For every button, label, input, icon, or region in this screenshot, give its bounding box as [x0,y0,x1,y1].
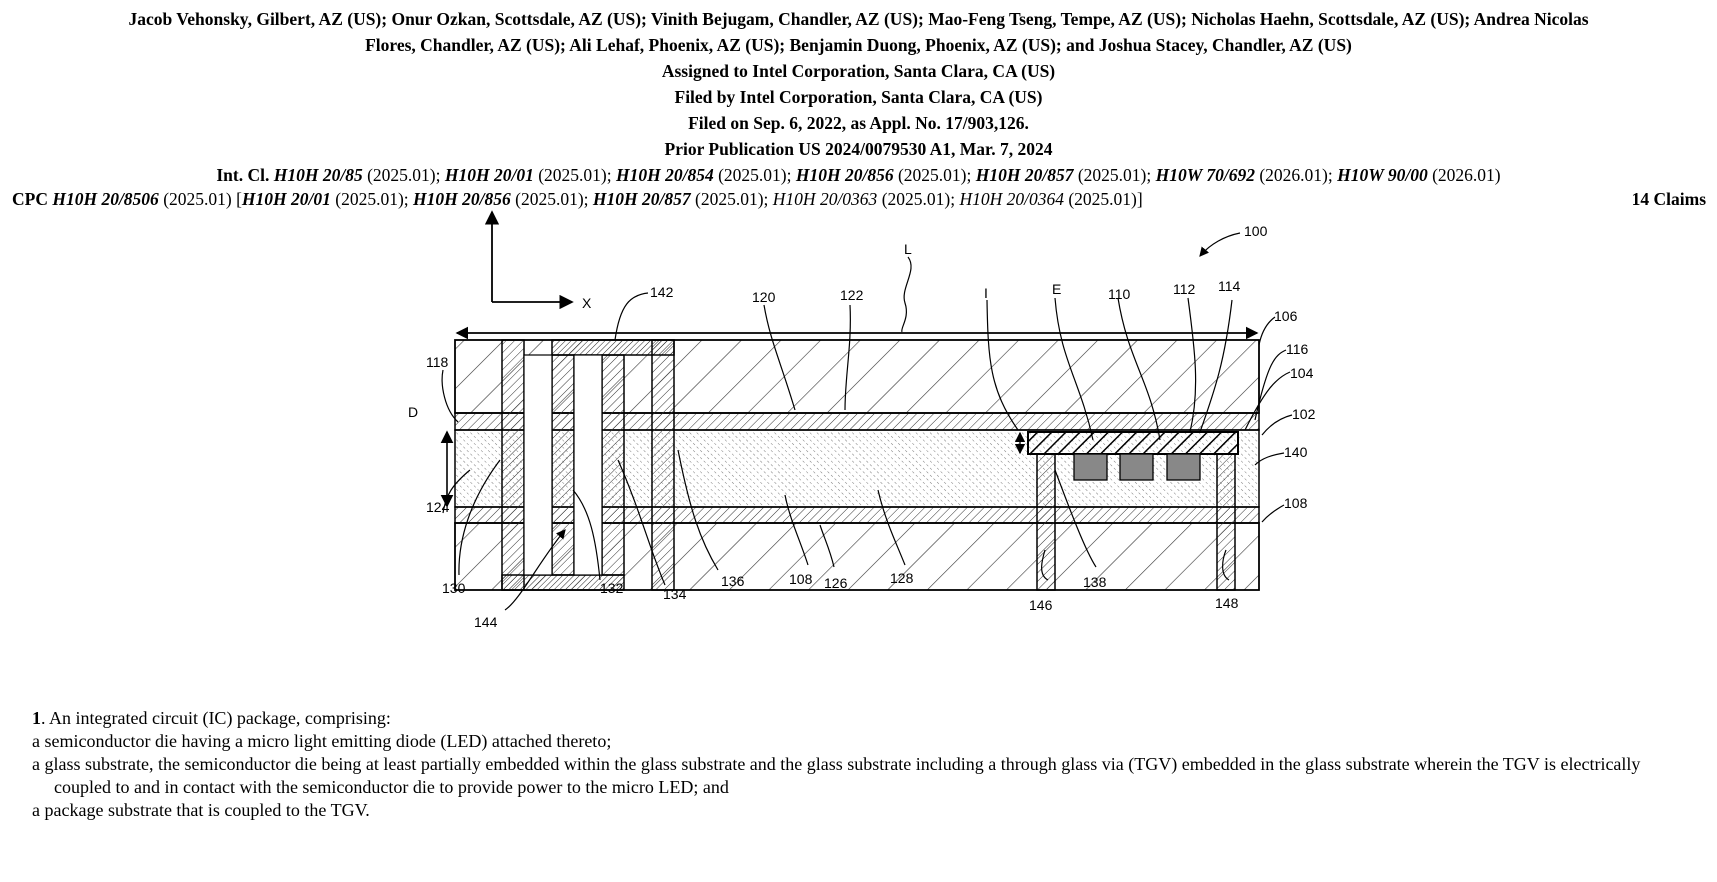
int-cl-code: H10W 90/00 [1337,165,1428,185]
cpc-line: CPC H10H 20/8506 (2025.01) [H10H 20/01 (… [12,186,1706,212]
micro-led [1073,453,1108,481]
semiconductor-die-104 [1027,431,1239,455]
ref-l: L [904,241,912,257]
ref-114: 114 [1218,278,1241,294]
patent-header: Jacob Vehonsky, Gilbert, AZ (US); Onur O… [8,6,1709,188]
ref-i: I [984,285,988,301]
tgv-148 [1216,453,1236,591]
gap-fill [523,354,553,576]
axis-indicator: Z [484,210,574,310]
gap-fill [573,354,603,576]
cpc-list: H10H 20/01 (2025.01); H10H 20/856 (2025.… [242,189,1143,209]
via-136 [651,339,675,591]
ref-104: 104 [1290,365,1314,381]
ref-128: 128 [890,570,914,586]
ref-102: 102 [1292,406,1316,422]
claim-preamble: 1. An integrated circuit (IC) package, c… [32,707,1692,730]
prior-publication: Prior Publication US 2024/0079530 A1, Ma… [664,139,1053,159]
inventors-line-1: Jacob Vehonsky, Gilbert, AZ (US); Onur O… [128,9,1589,29]
cpc-code: H10H 20/856 [413,189,511,209]
cpc-version: (2025.01); [510,189,593,209]
cpc-label: CPC [12,189,48,209]
cpc-version: (2025.01)] [1063,189,1143,209]
ref-116: 116 [1286,341,1309,357]
claim-number: 1 [32,708,41,728]
x-axis-label: X [582,295,592,311]
cpc-code: H10H 20/0364 [959,189,1064,209]
ref-140: 140 [1284,444,1308,460]
int-cl-version: (2025.01); [713,165,796,185]
claim-element-3: a package substrate that is coupled to t… [32,800,370,820]
int-cl-code: H10H 20/854 [616,165,714,185]
ref-146: 146 [1029,597,1053,613]
top-bridge-142 [551,339,675,356]
ref-136: 136 [721,573,745,589]
ref-124: 124 [426,499,450,515]
leader-lines [441,232,1293,611]
int-cl-version: (2026.01); [1254,165,1338,185]
int-cl-code: H10H 20/01 [444,165,534,185]
int-cl-list: H10H 20/85 (2025.01); H10H 20/01 (2025.0… [274,165,1501,185]
filed-on: Filed on Sep. 6, 2022, as Appl. No. 17/9… [688,113,1029,133]
claim-preamble-text: . An integrated circuit (IC) package, co… [41,708,391,728]
int-cl-version: (2025.01); [893,165,976,185]
ref-142: 142 [650,284,674,300]
int-cl-version: (2025.01); [362,165,445,185]
claim-element-1: a semiconductor die having a micro light… [32,731,612,751]
ref-126: 126 [824,575,848,591]
bottom-bridge-144 [501,574,625,591]
cpc-version: (2025.01); [690,189,773,209]
int-cl-version: (2026.01) [1427,165,1501,185]
int-cl-code: H10H 20/856 [795,165,894,185]
micro-led [1166,453,1201,481]
cpc-version: (2025.01); [330,189,414,209]
int-cl-code: H10H 20/857 [975,165,1074,185]
int-cl-version: (2025.01); [1073,165,1156,185]
ref-108-right: 108 [1284,495,1308,511]
ref-e: E [1052,281,1061,297]
via-130 [501,339,525,591]
ref-112: 112 [1173,281,1196,297]
int-cl-line: Int. Cl. H10H 20/85 (2025.01); H10H 20/0… [8,162,1709,188]
inventors-line-2: Flores, Chandler, AZ (US); Ali Lehaf, Ph… [365,35,1352,55]
ref-108-bottom: 108 [789,571,813,587]
ref-d: D [408,404,418,420]
cpc-code: H10H 20/01 [241,189,331,209]
micro-led [1119,453,1154,481]
claim-element-2: a glass substrate, the semiconductor die… [32,754,1641,797]
tgv-146 [1036,453,1056,591]
int-cl-code: H10H 20/85 [273,165,363,185]
ref-100: 100 [1244,223,1268,239]
ref-120: 120 [752,289,776,305]
ref-132: 132 [600,580,624,596]
ref-106: 106 [1274,308,1298,324]
claims-count: 14 Claims [1631,189,1706,209]
ref-130: 130 [442,580,466,596]
cpc-main-version: (2025.01) [ [158,189,242,209]
patent-figure: Z X [408,210,1316,630]
cpc-code: H10H 20/0363 [772,189,878,209]
claim-1: 1. An integrated circuit (IC) package, c… [32,707,1692,822]
ref-134: 134 [663,586,687,602]
z-axis-label: Z [486,210,495,211]
cpc-version: (2025.01); [877,189,960,209]
ref-122: 122 [840,287,864,303]
ref-138: 138 [1083,574,1107,590]
int-cl-code: H10W 70/692 [1155,165,1255,185]
ref-110: 110 [1108,286,1131,302]
int-cl-label: Int. Cl. [216,165,270,185]
ref-148: 148 [1215,595,1239,611]
assignee: Assigned to Intel Corporation, Santa Cla… [661,61,1056,81]
ref-118: 118 [426,354,449,370]
cpc-code: H10H 20/857 [592,189,691,209]
int-cl-version: (2025.01); [533,165,616,185]
cpc-main-code: H10H 20/8506 [52,189,159,209]
ref-144: 144 [474,614,498,630]
filed-by: Filed by Intel Corporation, Santa Clara,… [674,87,1043,107]
